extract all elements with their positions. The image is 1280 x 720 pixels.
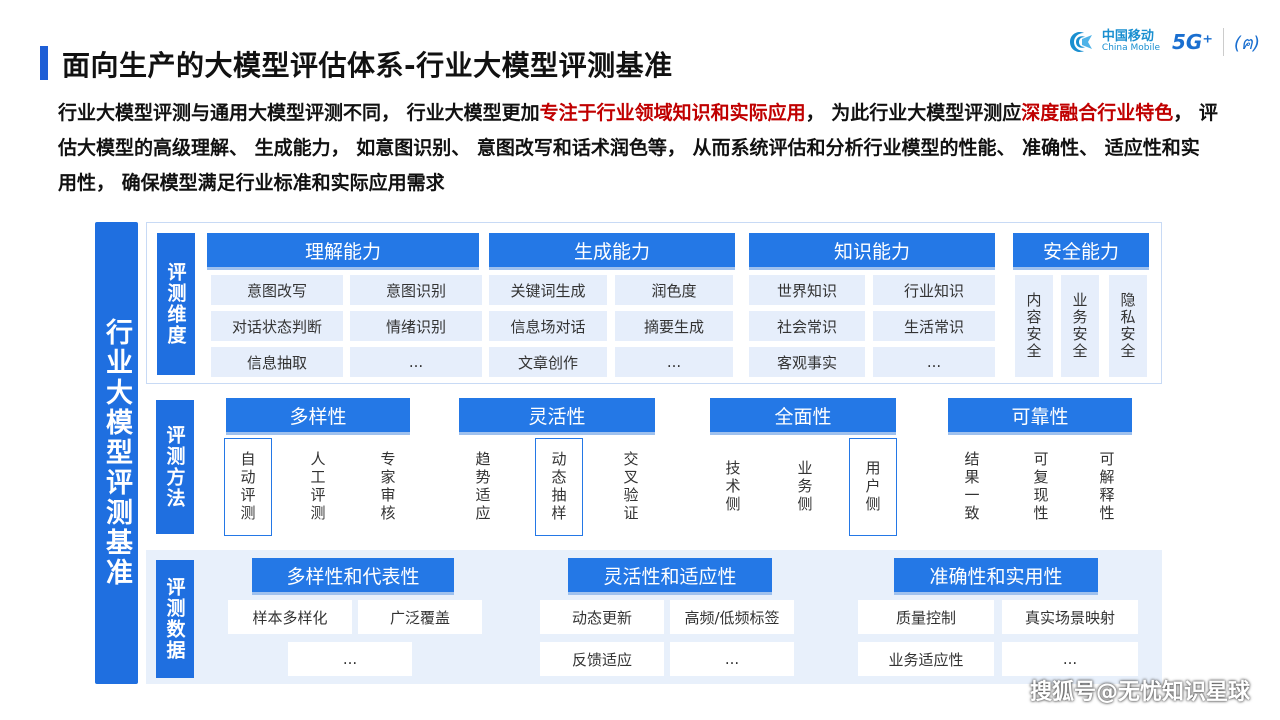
method-item: 趋势适应 — [459, 438, 507, 536]
dim-vcell: 隐私安全 — [1109, 275, 1147, 377]
dimensions-label: 评测维度 — [157, 233, 195, 375]
comprehensive-method-head: 全面性 — [710, 398, 896, 432]
china-mobile-logo-icon — [1069, 32, 1092, 52]
methods-label: 评测方法 — [156, 400, 194, 534]
data-cell: 反馈适应 — [540, 642, 664, 676]
method-item: 自动评测 — [224, 438, 272, 536]
method-item-text: 专家审核 — [378, 451, 397, 523]
method-item-text: 用户侧 — [863, 460, 882, 514]
knowledge-head: 知识能力 — [749, 233, 995, 267]
safety-head: 安全能力 — [1013, 233, 1149, 267]
data-cell: 广泛覆盖 — [358, 600, 482, 634]
dim-cell: 生活常识 — [873, 311, 995, 341]
side-title: 行业大模型评测基准 — [95, 222, 138, 684]
dimensions-section: 评测维度 理解能力 意图改写 意图识别 对话状态判断 情绪识别 信息抽取 ...… — [146, 222, 1162, 384]
intro-highlight-1: 专注于行业领域知识和实际应用 — [539, 102, 806, 124]
5g-logo: 5G⁺ — [1172, 30, 1213, 54]
understanding-head: 理解能力 — [207, 233, 479, 267]
dim-cell: 信息场对话 — [489, 311, 607, 341]
data-cell: 高频/低频标签 — [670, 600, 794, 634]
signature-logo: (ฅ) — [1233, 32, 1260, 54]
diversity-data-head: 多样性和代表性 — [252, 558, 454, 592]
method-item: 可复现性 — [1017, 438, 1065, 536]
dim-cell: 客观事实 — [749, 347, 865, 377]
brand-logo: 中国移动 China Mobile 5G⁺ (ฅ) — [1066, 24, 1260, 60]
method-item: 动态抽样 — [535, 438, 583, 536]
dim-vcell-text: 业务安全 — [1070, 292, 1089, 360]
data-label: 评测数据 — [156, 560, 194, 678]
method-item: 人工评测 — [294, 438, 342, 536]
methods-label-text: 评测方法 — [163, 425, 186, 509]
data-label-text: 评测数据 — [163, 577, 186, 661]
generation-head: 生成能力 — [489, 233, 735, 267]
accuracy-data-head: 准确性和实用性 — [894, 558, 1098, 592]
method-item-text: 趋势适应 — [473, 451, 492, 523]
data-cell: ... — [670, 642, 794, 676]
intro-text-1: 行业大模型评测与通用大模型评测不同， 行业大模型更加 — [58, 102, 540, 124]
dim-cell: ... — [350, 347, 482, 377]
dim-cell: 意图识别 — [350, 275, 482, 305]
method-item-text: 交叉验证 — [621, 451, 640, 523]
method-item: 可解释性 — [1083, 438, 1131, 536]
intro-highlight-2: 深度融合行业特色 — [1021, 102, 1174, 124]
data-cell: ... — [288, 642, 412, 676]
dim-cell: ... — [615, 347, 733, 377]
page-title: 面向生产的大模型评估体系-行业大模型评测基准 — [62, 49, 673, 82]
data-cell: 质量控制 — [858, 600, 994, 634]
dim-vcell: 业务安全 — [1061, 275, 1099, 377]
intro-text-2: ， 为此行业大模型评测应 — [805, 102, 1022, 124]
watermark: 搜狐号@无忧知识星球 — [1029, 680, 1250, 705]
dim-vcell-text: 内容安全 — [1024, 292, 1043, 360]
method-item-text: 自动评测 — [238, 451, 257, 523]
dim-cell: 行业知识 — [873, 275, 995, 305]
logo-divider — [1222, 28, 1224, 56]
dim-vcell: 内容安全 — [1015, 275, 1053, 377]
method-item-text: 技术侧 — [723, 460, 742, 514]
dimensions-label-text: 评测维度 — [164, 262, 187, 346]
method-item: 专家审核 — [364, 438, 412, 536]
method-item-text: 结果一致 — [962, 451, 981, 523]
diversity-method-head: 多样性 — [226, 398, 410, 432]
dim-cell: 摘要生成 — [615, 311, 733, 341]
method-item: 用户侧 — [849, 438, 897, 536]
data-section: 评测数据 多样性和代表性 样本多样化 广泛覆盖 ... 灵活性和适应性 动态更新… — [146, 550, 1162, 684]
data-cell: 真实场景映射 — [1002, 600, 1138, 634]
dim-cell: 情绪识别 — [350, 311, 482, 341]
data-cell: ... — [1002, 642, 1138, 676]
method-item-text: 业务侧 — [795, 460, 814, 514]
dim-cell: 信息抽取 — [211, 347, 343, 377]
method-item-text: 人工评测 — [308, 451, 327, 523]
flexibility-method-head: 灵活性 — [459, 398, 655, 432]
data-cell: 样本多样化 — [228, 600, 352, 634]
method-item-text: 动态抽样 — [549, 451, 568, 523]
data-cell: 动态更新 — [540, 600, 664, 634]
side-title-text: 行业大模型评测基准 — [101, 318, 132, 588]
logo-cn-text: 中国移动 — [1101, 29, 1154, 45]
flexibility-data-head: 灵活性和适应性 — [568, 558, 772, 592]
method-item: 结果一致 — [948, 438, 996, 536]
method-item: 技术侧 — [709, 438, 757, 536]
dim-cell: 社会常识 — [749, 311, 865, 341]
data-cell: 业务适应性 — [858, 642, 994, 676]
method-item: 业务侧 — [781, 438, 829, 536]
dim-cell: 对话状态判断 — [211, 311, 343, 341]
dim-cell: 关键词生成 — [489, 275, 607, 305]
methods-section: 评测方法 多样性 自动评测 人工评测 专家审核 灵活性 趋势适应 动态抽样 交叉… — [146, 390, 1162, 544]
reliability-method-head: 可靠性 — [948, 398, 1132, 432]
method-item-text: 可解释性 — [1097, 451, 1116, 523]
title-accent-bar — [40, 46, 48, 80]
method-item-text: 可复现性 — [1031, 451, 1050, 523]
dim-cell: 世界知识 — [749, 275, 865, 305]
dim-cell: 润色度 — [615, 275, 733, 305]
dim-vcell-text: 隐私安全 — [1118, 292, 1137, 360]
dim-cell: 意图改写 — [211, 275, 343, 305]
dim-cell: 文章创作 — [489, 347, 607, 377]
intro-text-3: ， 评估大模型的高级理解、 生成能力， 如意图识别、 意图改写和话术润色等， 从… — [58, 102, 1218, 194]
intro-paragraph: 行业大模型评测与通用大模型评测不同， 行业大模型更加专注于行业领域知识和实际应用… — [58, 96, 1218, 201]
method-item: 交叉验证 — [607, 438, 655, 536]
logo-en-text: China Mobile — [1101, 43, 1161, 54]
dim-cell: ... — [873, 347, 995, 377]
